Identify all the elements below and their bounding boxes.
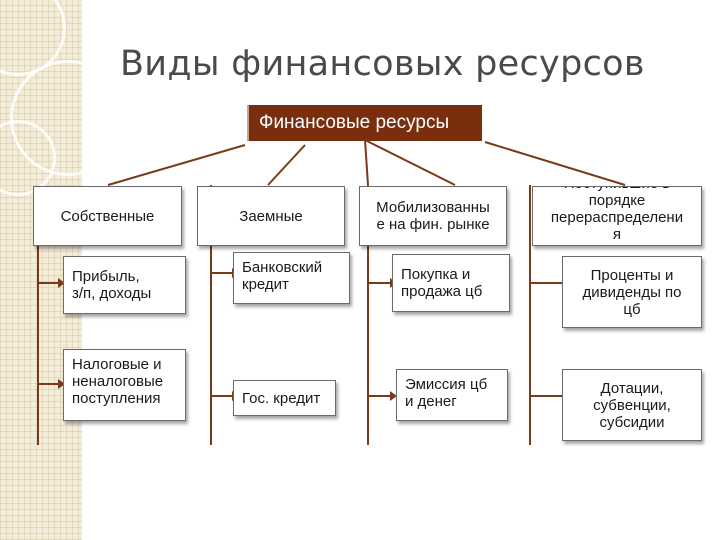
node-state-credit: Гос. кредит xyxy=(233,380,336,416)
header-redistribution: Поступившие в порядке перераспределени я xyxy=(532,186,702,246)
node-label: Налоговые и неналоговые поступления xyxy=(72,356,164,407)
node-label: Мобилизованны е на фин. рынке xyxy=(376,199,490,233)
node-emission: Эмиссия цб и денег xyxy=(396,369,508,421)
connector-root-col2 xyxy=(267,144,306,186)
root-node: Финансовые ресурсы xyxy=(247,105,482,141)
node-tax-revenue: Налоговые и неналоговые поступления xyxy=(63,349,186,421)
connector-root-col3 xyxy=(364,139,369,186)
node-label: Поступившие в порядке перераспределени я xyxy=(550,187,684,243)
node-bank-credit: Банковский кредит xyxy=(233,252,350,304)
node-label: Прибыль, з/п, доходы xyxy=(72,268,152,302)
node-interest-dividends: Проценты и дивиденды по цб xyxy=(562,256,702,328)
circle-decoration xyxy=(0,120,56,196)
node-label: Эмиссия цб и денег xyxy=(405,376,488,410)
header-mobilized: Мобилизованны е на фин. рынке xyxy=(359,186,507,246)
header-own-resources: Собственные xyxy=(33,186,182,246)
node-label: Заемные xyxy=(239,207,303,225)
node-label: Дотации, субвенции, субсидии xyxy=(593,379,671,431)
node-securities-trade: Покупка и продажа цб xyxy=(392,254,510,312)
node-subsidies: Дотации, субвенции, субсидии xyxy=(562,369,702,441)
slide-title: Виды финансовых ресурсов xyxy=(120,44,645,84)
node-label: Покупка и продажа цб xyxy=(401,266,483,300)
connector-root-col1 xyxy=(107,144,246,186)
arrow-tip xyxy=(390,391,397,401)
node-label: Проценты и дивиденды по цб xyxy=(582,266,682,318)
connector-root-col4 xyxy=(364,139,456,186)
connector-root-col5 xyxy=(484,141,626,186)
circle-decoration xyxy=(10,60,126,176)
node-label: Гос. кредит xyxy=(242,389,321,407)
header-borrowed: Заемные xyxy=(197,186,345,246)
node-label: Собственные xyxy=(60,207,155,225)
node-label: Банковский кредит xyxy=(242,259,323,293)
arrow-tip xyxy=(58,278,65,288)
node-profit: Прибыль, з/п, доходы xyxy=(63,256,186,314)
arrow-tip xyxy=(58,379,65,389)
